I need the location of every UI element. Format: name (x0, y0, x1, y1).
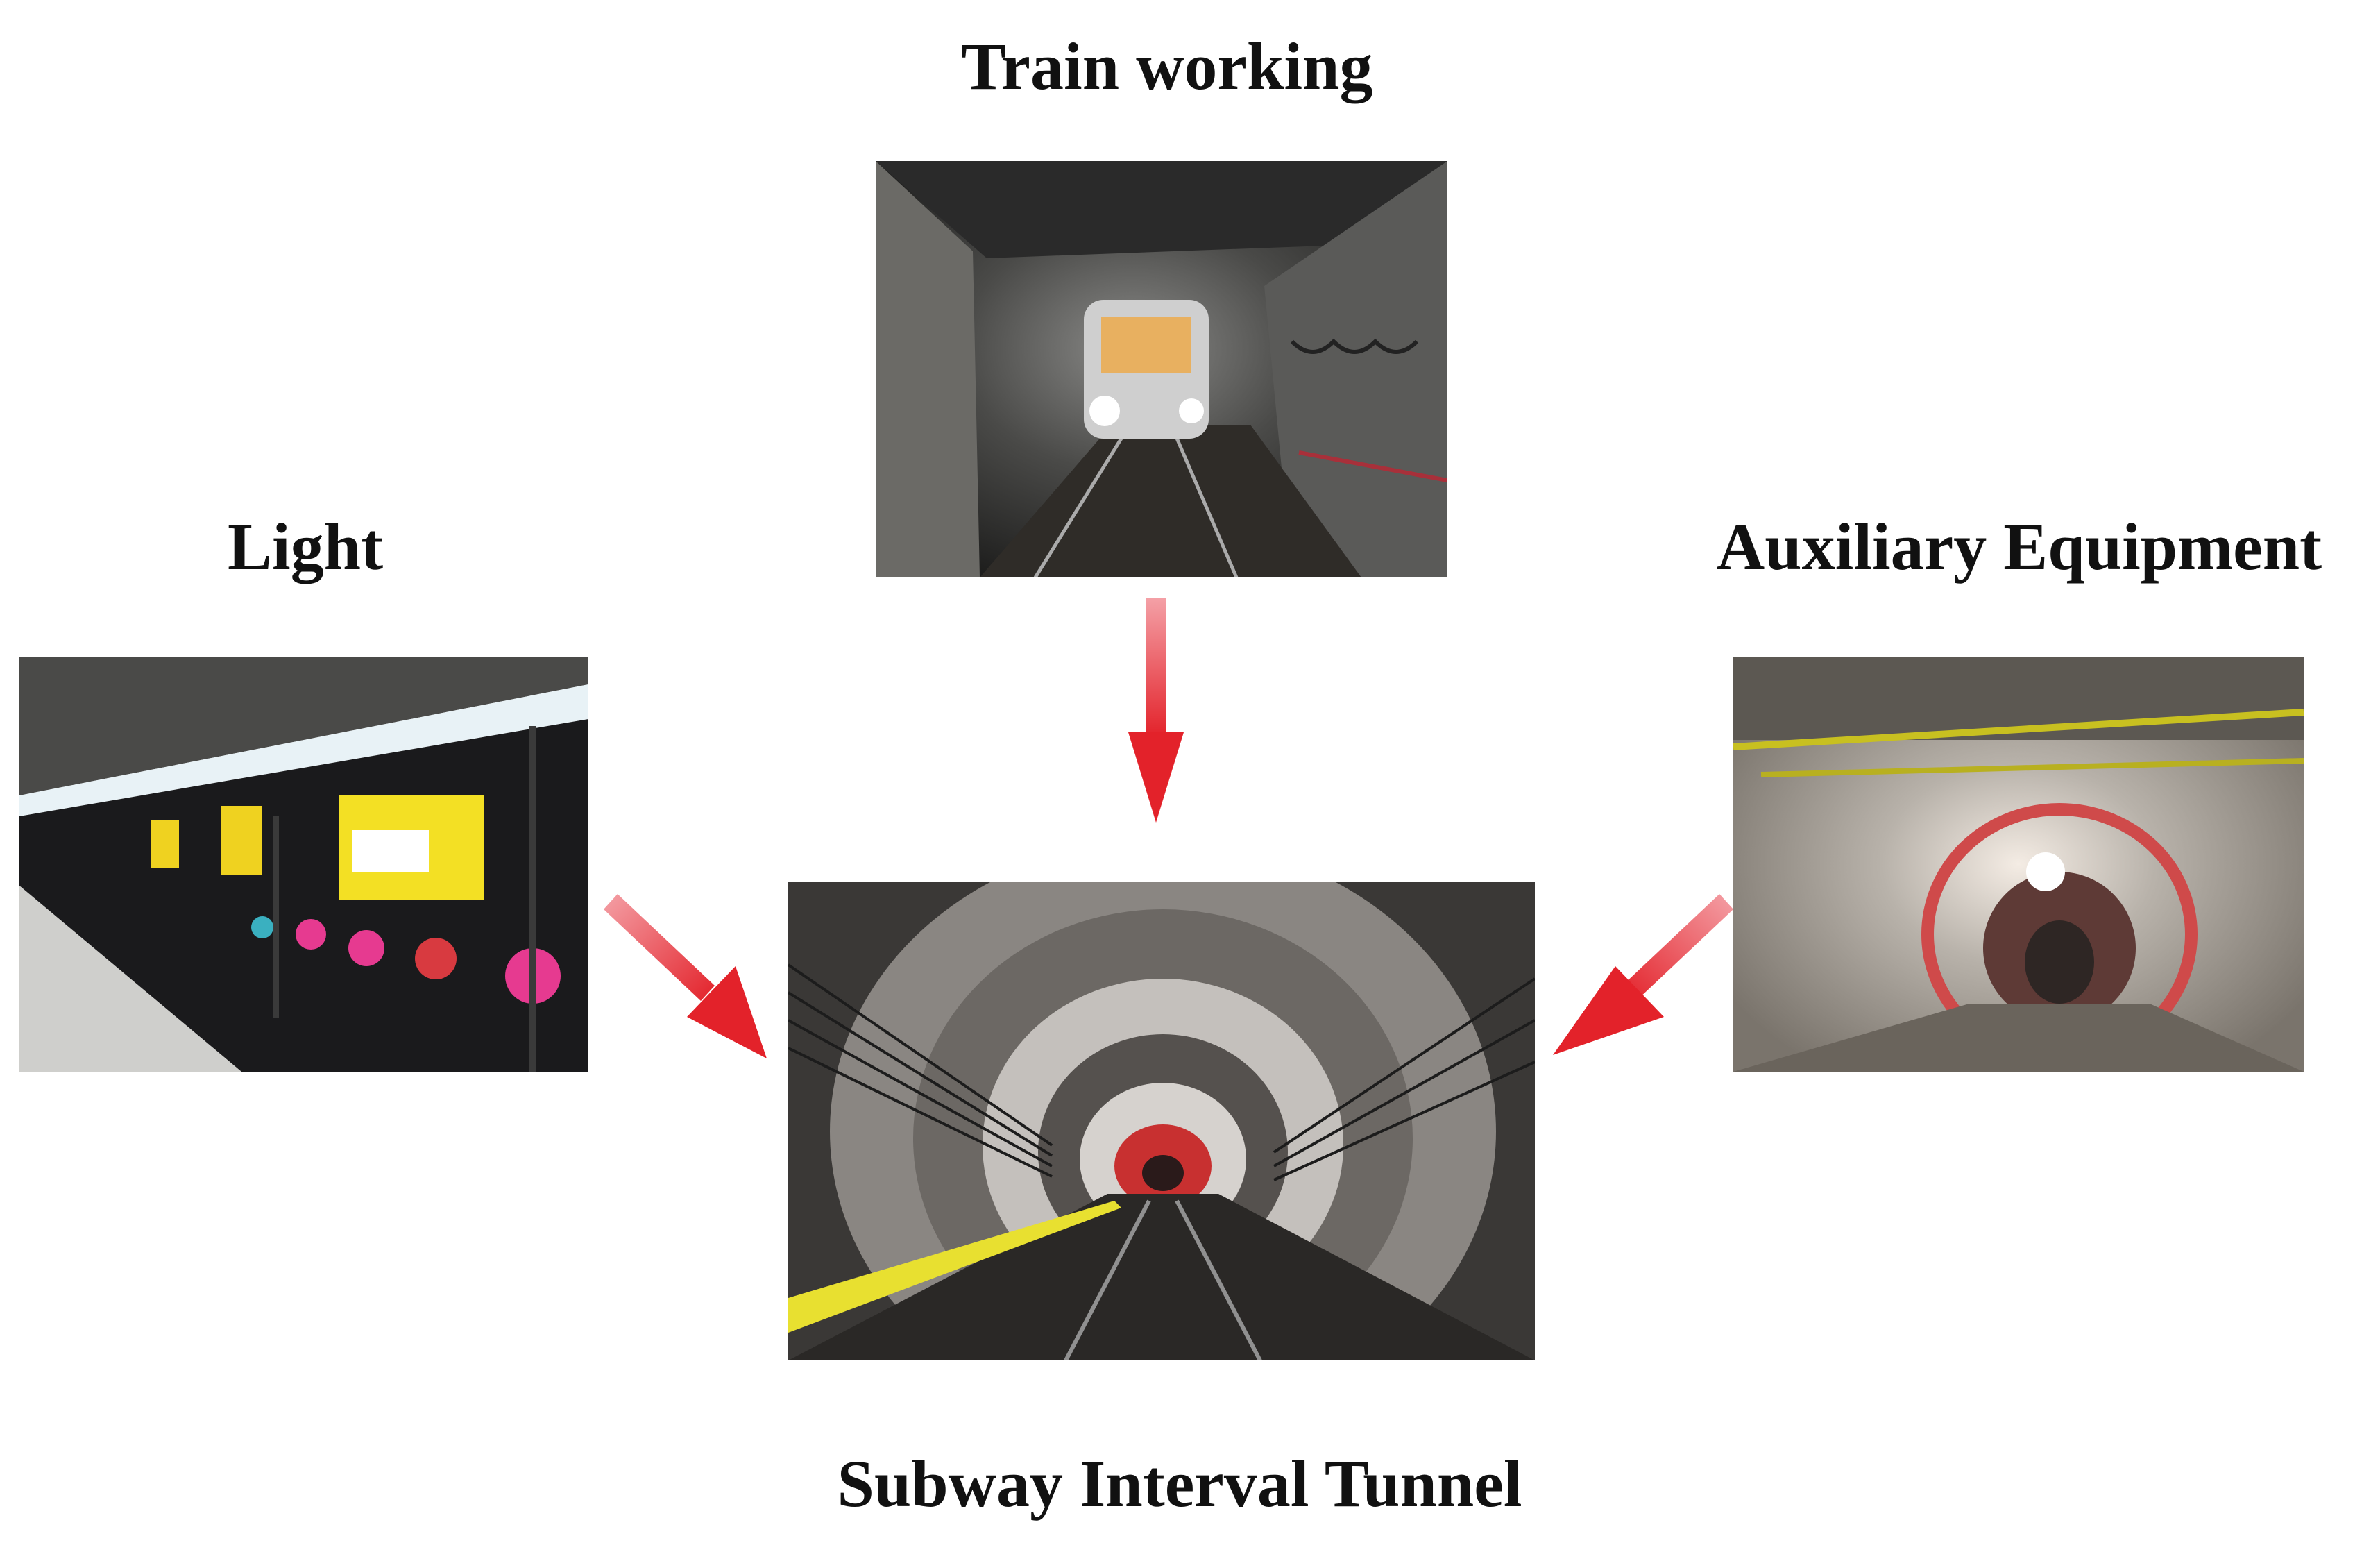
label-light: Light (227, 509, 384, 584)
label-auxiliary-equipment: Auxiliary Equipment (1716, 509, 2322, 584)
label-subway-interval-tunnel: Subway Interval Tunnel (837, 1446, 1522, 1521)
photo-light-platform (19, 657, 588, 1072)
arrow-light-to-tunnel (604, 894, 767, 1058)
photo-auxiliary-equipment (1733, 657, 2304, 1072)
label-train-working: Train working (961, 29, 1373, 103)
arrow-auxiliary-to-tunnel (1553, 894, 1733, 1055)
photo-subway-interval-tunnel (788, 882, 1535, 1360)
arrow-train-to-tunnel (1128, 598, 1184, 823)
photo-train-working (876, 161, 1447, 577)
